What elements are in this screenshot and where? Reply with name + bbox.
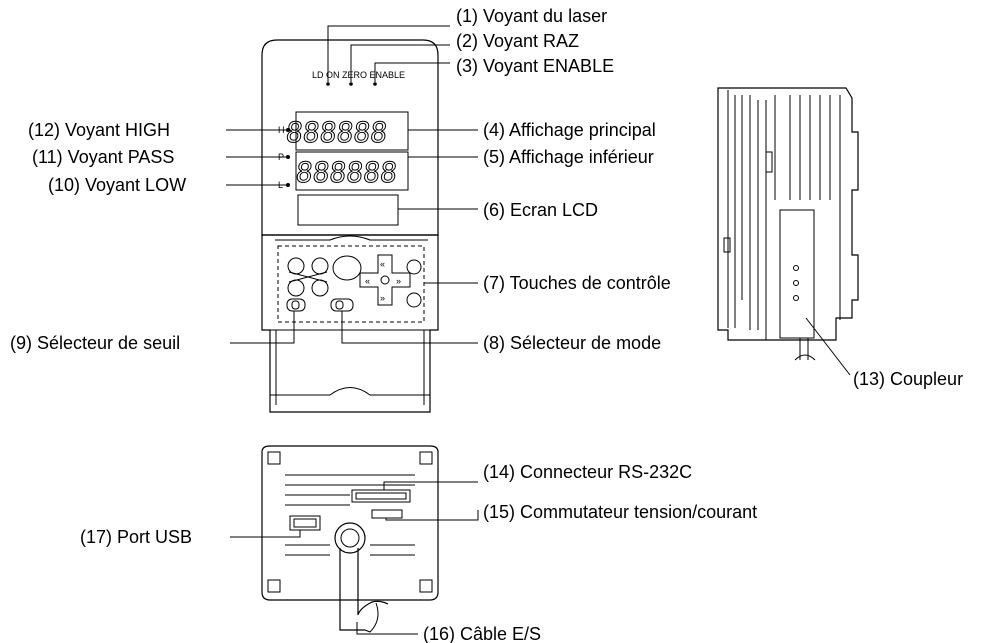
label-coupler: (13) Coupleur xyxy=(853,369,963,389)
lower-display-digits: 888888 xyxy=(294,156,399,189)
front-view: LD ON ZERO ENABLE H P L 888888 888888 xyxy=(261,39,439,413)
threshold-selector[interactable] xyxy=(286,298,306,312)
label-low-indicator: (10) Voyant LOW xyxy=(48,175,186,195)
main-display xyxy=(295,111,409,151)
label-mode-selector: (8) Sélecteur de mode xyxy=(483,333,661,353)
direction-pad[interactable] xyxy=(359,254,411,306)
label-lcd-screen: (6) Ecran LCD xyxy=(483,200,598,220)
side-body xyxy=(717,87,859,341)
label-zero-indicator: (2) Voyant RAZ xyxy=(456,31,579,51)
indicator-labels: LD ON ZERO ENABLE xyxy=(312,70,405,80)
oval-key[interactable] xyxy=(332,255,362,281)
up-arrow-icon: « xyxy=(380,259,385,269)
label-control-keys: (7) Touches de contrôle xyxy=(483,273,671,293)
key-right-top[interactable] xyxy=(406,259,422,275)
left-arrow-icon: « xyxy=(365,276,370,286)
io-cable-gland xyxy=(334,522,366,554)
label-lower-display: (5) Affichage inférieur xyxy=(483,147,654,167)
label-high-indicator: (12) Voyant HIGH xyxy=(28,120,170,140)
right-arrow-icon: » xyxy=(396,276,401,286)
key-4[interactable] xyxy=(311,279,329,297)
cover-notch xyxy=(270,387,430,396)
side-view xyxy=(717,87,859,376)
front-upper-body xyxy=(261,39,439,236)
label-enable-indicator: (3) Voyant ENABLE xyxy=(456,56,614,76)
leader-lines xyxy=(226,25,479,635)
usb-port xyxy=(289,515,321,531)
mode-selector[interactable] xyxy=(330,298,354,312)
main-display-digits: 888888 xyxy=(284,116,389,149)
bottom-view xyxy=(261,445,439,633)
bottom-body xyxy=(261,445,439,601)
io-cable xyxy=(339,548,389,631)
rs232c-connector xyxy=(351,489,411,503)
label-threshold-selector: (9) Sélecteur de seuil xyxy=(10,333,180,353)
control-keys-area xyxy=(277,245,425,323)
front-lower-body xyxy=(261,234,439,413)
key-2[interactable] xyxy=(311,257,329,275)
label-voltage-current-switch: (15) Commutateur tension/courant xyxy=(483,502,757,522)
voltage-current-switch[interactable] xyxy=(371,509,403,519)
label-laser-indicator: (1) Voyant du laser xyxy=(456,6,607,26)
key-3[interactable] xyxy=(287,279,305,297)
coupler-housing xyxy=(779,209,815,339)
label-main-display: (4) Affichage principal xyxy=(483,120,656,140)
label-io-cable: (16) Câble E/S xyxy=(423,624,541,643)
key-1[interactable] xyxy=(287,257,305,275)
callout-labels: (1) Voyant du laser (2) Voyant RAZ (3) V… xyxy=(10,6,963,643)
down-arrow-icon: » xyxy=(380,293,385,303)
coupler-leader xyxy=(805,317,851,376)
lcd-screen xyxy=(297,194,399,226)
label-usb-port: (17) Port USB xyxy=(80,527,192,547)
label-pass-indicator: (11) Voyant PASS xyxy=(32,147,174,167)
key-right-bottom[interactable] xyxy=(406,292,422,308)
lower-display xyxy=(295,151,409,191)
label-rs232c-connector: (14) Connecteur RS-232C xyxy=(483,462,692,482)
